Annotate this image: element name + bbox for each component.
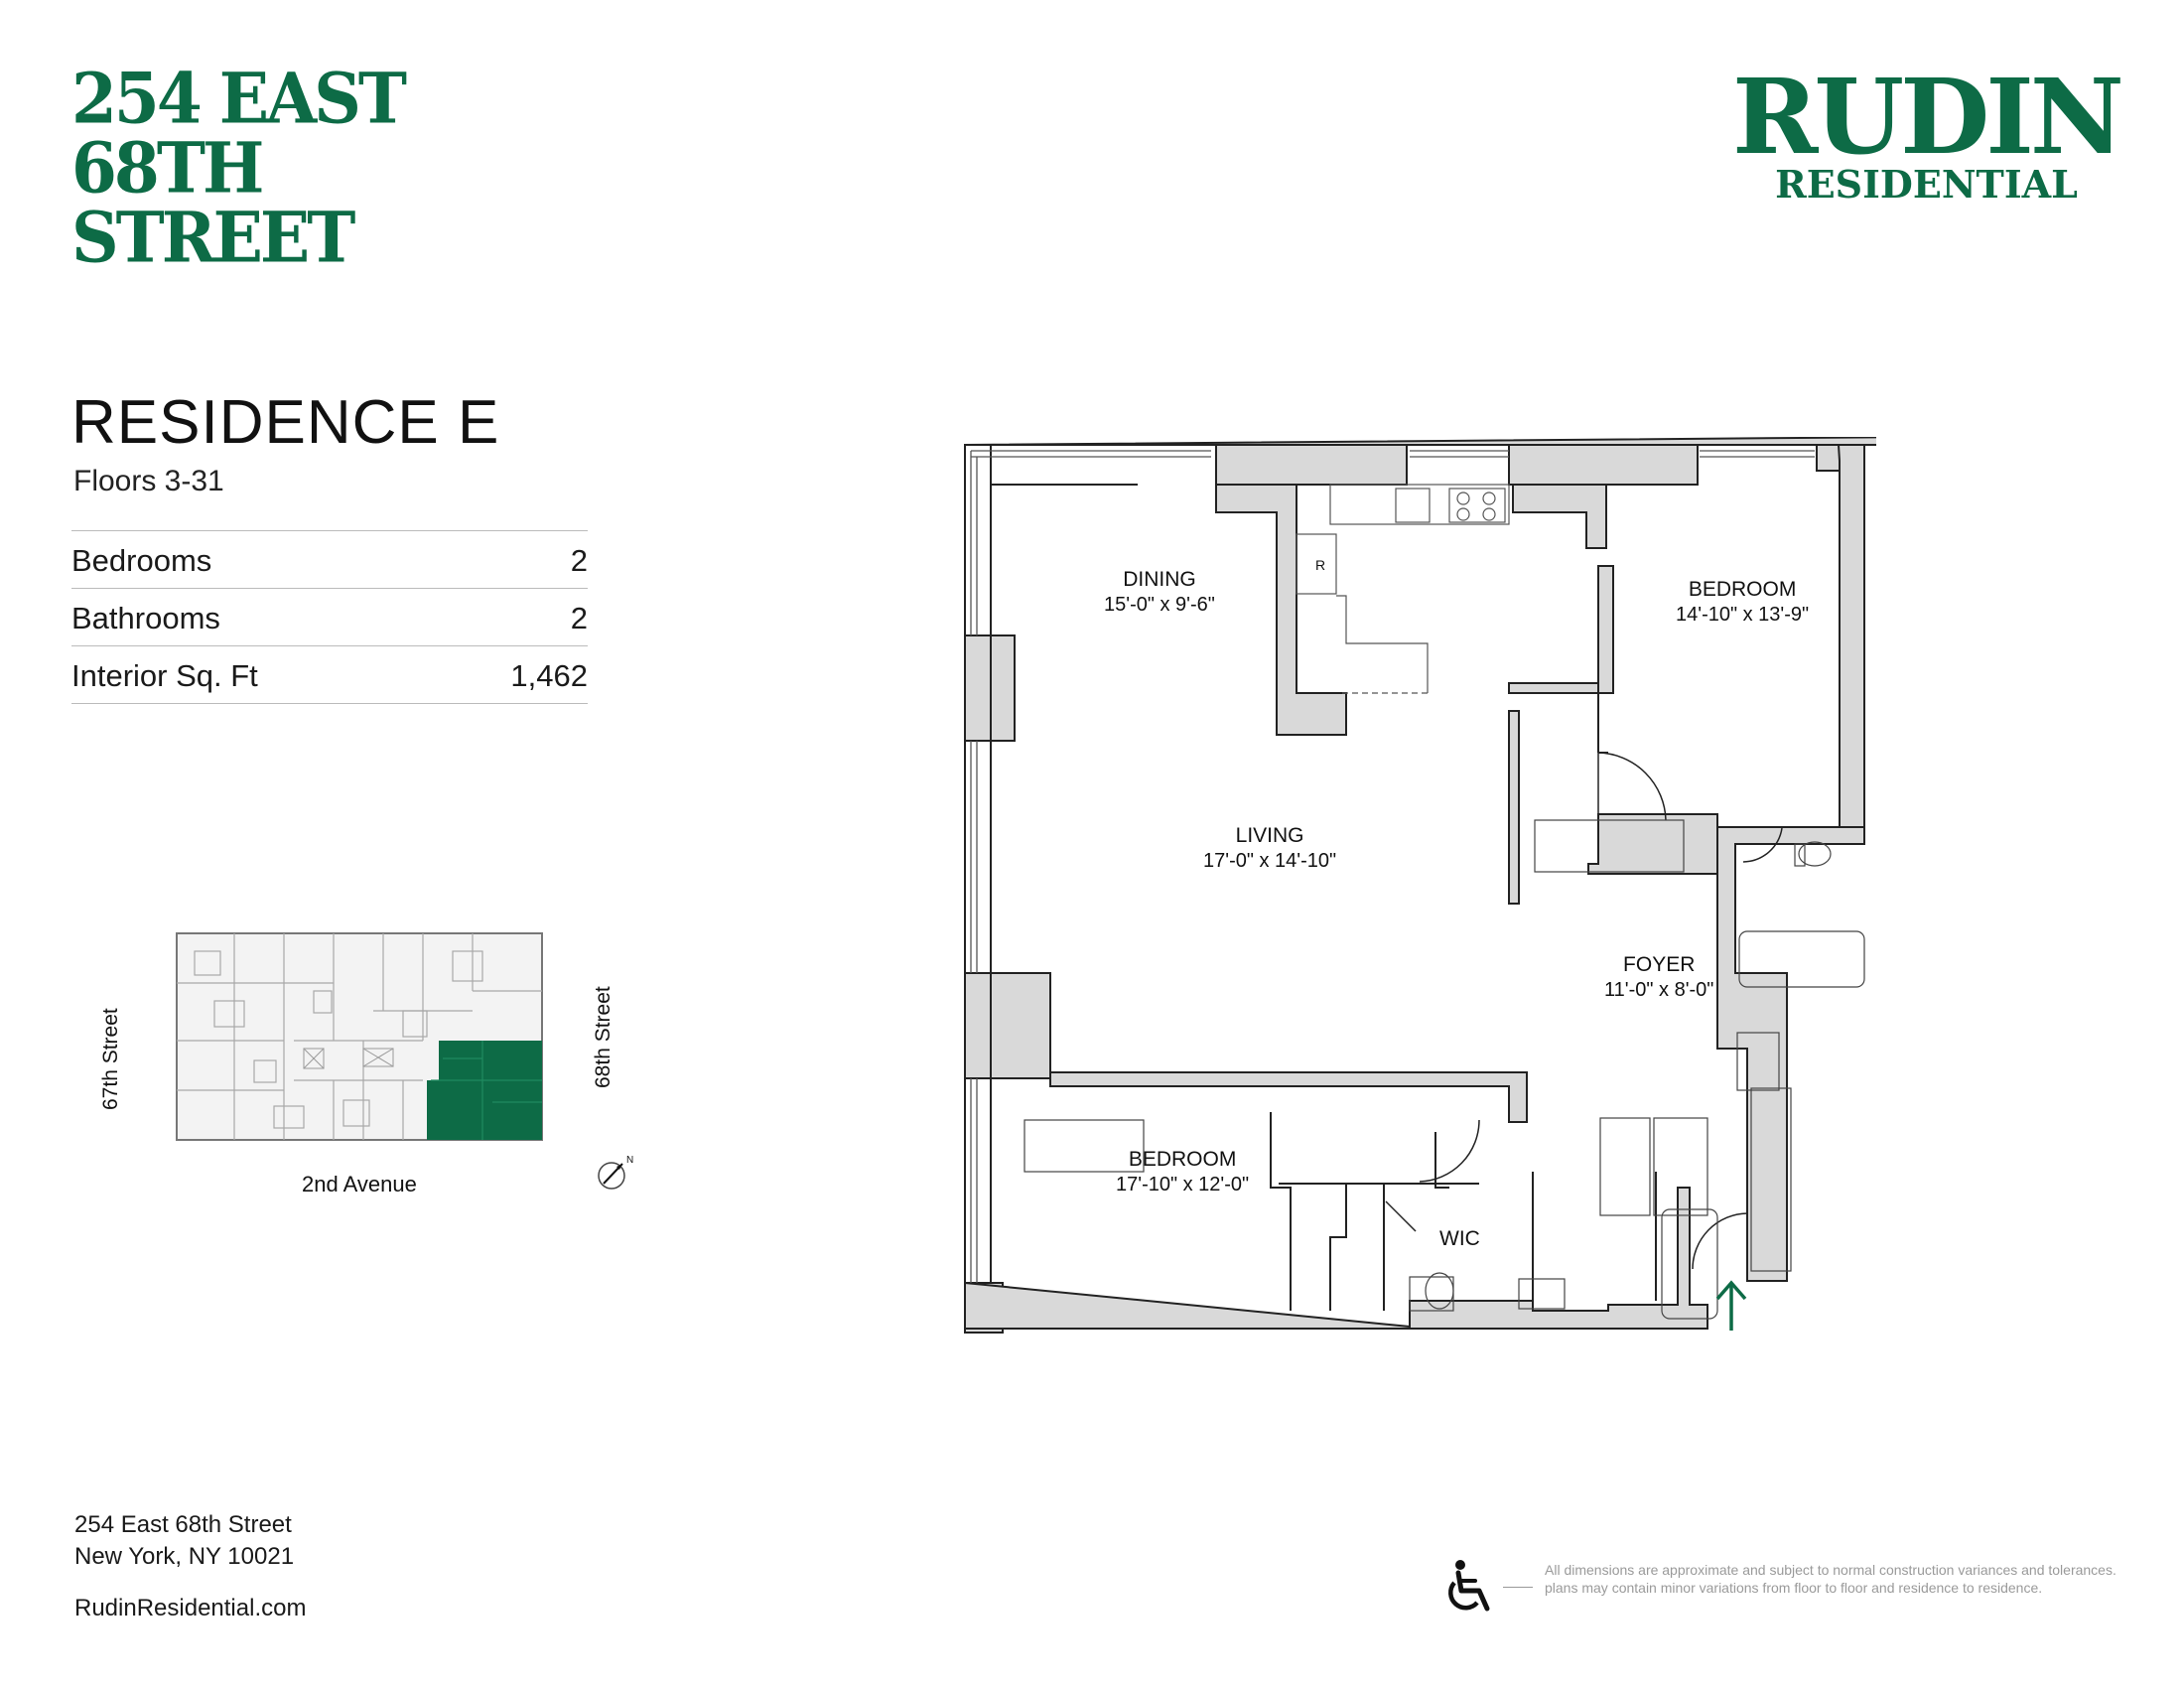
stat-label: Bathrooms xyxy=(71,600,220,635)
building-title-line: 254 EAST xyxy=(71,57,407,140)
room-label-dining: DINING 15'-0" x 9'-6" xyxy=(1104,568,1215,616)
room-label-bedroom-2: BEDROOM 17'-10" x 12'-0" xyxy=(1116,1148,1250,1196)
stat-row-sqft: Interior Sq. Ft 1,462 xyxy=(71,646,588,704)
highlighted-residence xyxy=(427,1041,542,1140)
stat-value: 2 xyxy=(570,600,588,635)
address-line-1: 254 East 68th Street xyxy=(74,1511,292,1538)
north-compass-icon: N xyxy=(598,1155,633,1190)
logo-line-2: RESIDENTIAL xyxy=(1775,162,2078,207)
building-title: 254 EAST 68TH STREET xyxy=(71,57,407,279)
stat-label: Bedrooms xyxy=(71,542,212,578)
residence-floors: Floors 3-31 xyxy=(73,465,224,497)
north-marker: N xyxy=(626,1155,633,1166)
building-key-plan xyxy=(176,932,543,1141)
disclaimer-text: All dimensions are approximate and subje… xyxy=(1545,1562,2116,1596)
entry-arrow-icon xyxy=(1715,1280,1747,1331)
floor-plan-drawing: R xyxy=(964,435,1922,1334)
room-label-wic: WIC xyxy=(1439,1227,1480,1250)
key-plan-avenue: 2nd Avenue xyxy=(302,1172,417,1196)
room-label-foyer: FOYER 11'-0" x 8'-0" xyxy=(1604,953,1714,1001)
logo-line-1: RUDIN xyxy=(1731,56,2124,178)
rudin-residential-logo: RUDIN RESIDENTIAL xyxy=(1731,56,2124,207)
key-plan-west-street: 67th Street xyxy=(99,1008,122,1110)
address-line-2: New York, NY 10021 xyxy=(74,1543,295,1570)
stat-value: 1,462 xyxy=(510,657,588,693)
refrigerator-label: R xyxy=(1315,557,1325,573)
residence-title: RESIDENCE E xyxy=(71,388,500,457)
stat-value: 2 xyxy=(570,542,588,578)
wheelchair-icon xyxy=(1448,1560,1490,1612)
room-label-bedroom-1: BEDROOM 14'-10" x 13'-9" xyxy=(1676,578,1810,626)
stat-row-bathrooms: Bathrooms 2 xyxy=(71,589,588,646)
building-title-line: STREET xyxy=(71,196,355,279)
key-plan-east-street: 68th Street xyxy=(592,986,614,1088)
disclaimer-divider xyxy=(1503,1587,1533,1588)
website-link[interactable]: RudinResidential.com xyxy=(74,1595,307,1621)
building-title-line: 68TH xyxy=(71,126,264,210)
residence-stats: Bedrooms 2 Bathrooms 2 Interior Sq. Ft 1… xyxy=(71,530,588,704)
address-block: 254 East 68th Street New York, NY 10021 xyxy=(74,1509,294,1573)
stat-row-bedrooms: Bedrooms 2 xyxy=(71,531,588,589)
floor-plan: R xyxy=(953,435,1922,1350)
room-label-living: LIVING 17'-0" x 14'-10" xyxy=(1203,824,1337,872)
stat-label: Interior Sq. Ft xyxy=(71,657,258,693)
